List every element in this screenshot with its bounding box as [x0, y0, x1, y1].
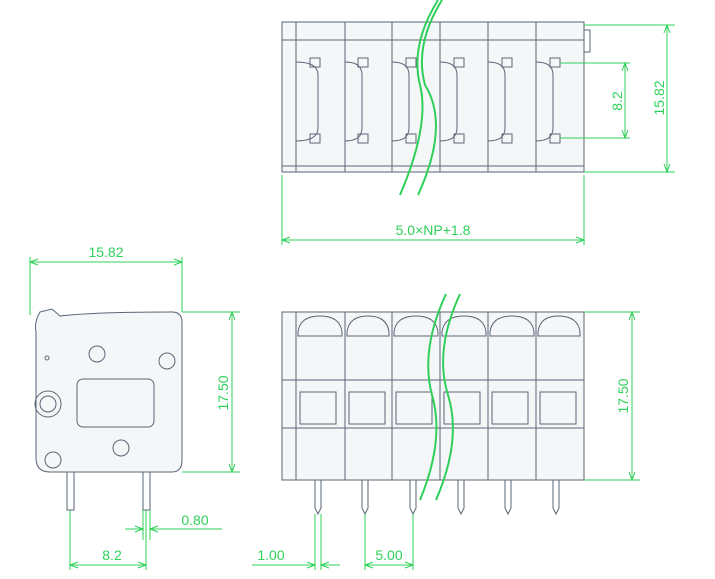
side-pin-spacing-dimension: 8.2	[68, 510, 148, 570]
side-release-button	[34, 390, 62, 418]
side-width-label: 15.82	[88, 244, 123, 260]
top-pin-spacing-dimension: 8.2	[560, 61, 630, 140]
side-pin-left	[66, 471, 75, 511]
side-view: 15.82 17.50 8.2 0.80	[28, 244, 240, 570]
top-width-dimension: 5.0×NP+1.8	[280, 175, 586, 245]
front-pitch-label: 5.00	[375, 547, 402, 563]
front-view-modules	[295, 312, 581, 480]
side-pin-right	[142, 471, 151, 511]
side-pin-spacing-label: 8.2	[102, 547, 122, 563]
top-view: 15.82 8.2 5.0×NP+1.8	[280, 0, 675, 245]
side-hole-bottom-left	[44, 451, 62, 469]
front-break-line-right	[435, 293, 461, 501]
side-height-dimension: 17.50	[182, 310, 240, 474]
front-pitch-dimension: 5.00	[363, 514, 415, 570]
front-pin-thickness-dimension: 1.00	[252, 514, 340, 570]
top-height-label: 15.82	[651, 80, 667, 115]
top-height-dimension: 15.82	[584, 23, 675, 174]
top-pin-spacing-label: 8.2	[609, 91, 625, 111]
front-view: 17.50 1.00 5.00	[252, 293, 640, 570]
side-hole-bottom-right	[112, 439, 130, 457]
side-window	[76, 378, 155, 428]
top-view-modules	[295, 22, 591, 172]
front-height-label: 17.50	[615, 378, 631, 413]
front-pin-thickness-label: 1.00	[257, 547, 284, 563]
side-width-dimension: 15.82	[28, 244, 184, 315]
side-pin-width-dimension: 0.80	[125, 510, 222, 540]
side-hole-top-right	[158, 352, 176, 370]
front-height-dimension: 17.50	[584, 310, 640, 482]
top-break-line-left	[399, 0, 439, 196]
side-view-body	[35, 308, 183, 473]
side-hole-top-left	[88, 345, 106, 363]
side-height-label: 17.50	[215, 375, 231, 410]
side-pin-width-label: 0.80	[181, 512, 208, 528]
top-break-line-right	[417, 0, 443, 196]
front-break-line-left	[419, 293, 447, 501]
top-width-label: 5.0×NP+1.8	[396, 222, 471, 238]
